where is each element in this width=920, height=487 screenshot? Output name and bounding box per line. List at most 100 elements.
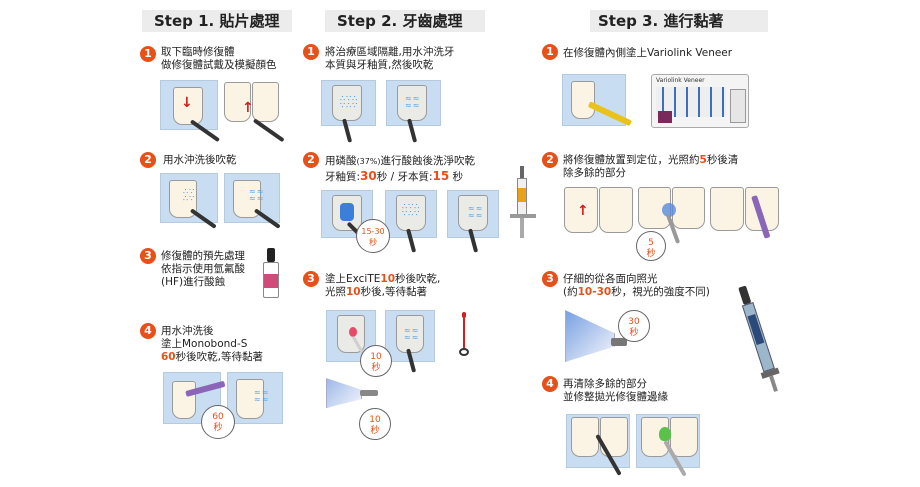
timer-bubble-15-30-unit: 秒 [369, 238, 377, 247]
timer-bubble-10-a-value: 10 [370, 352, 382, 362]
arrow-up-icon: ↑ [242, 100, 254, 116]
step1-instruction-4-line2: 塗上Monobond-S [161, 338, 248, 350]
step3-instruction-3-line2-c: 秒，視光的強度不同) [611, 286, 710, 298]
step1-instruction-1: 取下臨時修復體 做修復體試戴及模擬顏色 [161, 46, 277, 72]
timer-bubble-15-30-value: 15-30 [361, 227, 385, 236]
step2-instruction-2-line1: 用磷酸(37%)進行酸蝕後洗淨吹乾 [325, 155, 475, 168]
step1-instruction-2: 用水沖洗後吹乾 [163, 154, 237, 166]
cement-syringe-icon [587, 101, 632, 127]
step2-num-2: 2 [303, 152, 319, 168]
timer-bubble-5: 5 秒 [636, 231, 666, 261]
air-spray-icon: ≈≈≈≈ [404, 326, 420, 342]
step3-instruction-4-line1: 再清除多餘的部分 [563, 378, 647, 390]
tooth [396, 195, 426, 231]
step2-instruction-2-dentin-label: 秒 / 牙本質: [376, 171, 433, 183]
step3-instruction-4-line2: 並修整拋光修復體邊緣 [563, 391, 668, 403]
illustration-tack-cure [638, 185, 706, 244]
timer-bubble-15-30: 15-30 秒 [356, 219, 390, 253]
tooth [252, 82, 279, 122]
tooth [672, 187, 705, 229]
brush-tip-icon [349, 327, 357, 337]
timer-bubble-60-value: 60 [212, 412, 224, 422]
tooth [173, 87, 203, 125]
instrument-icon [189, 119, 220, 143]
step2-instruction-1-line1: 將治療區域隔離,用水沖洗牙 [325, 46, 455, 58]
step2-instruction-3-line1-c: 秒後吹乾, [395, 273, 441, 285]
step1-instruction-4-line3-rest: 秒後吹乾,等待黏著 [175, 351, 263, 363]
step2-num-3: 3 [303, 271, 319, 287]
microbrush-icon [458, 312, 470, 362]
etch-gel-syringe-icon [510, 166, 536, 242]
step3-num-4: 4 [542, 376, 558, 392]
step2-instruction-3-line2-c: 秒後,等待黏著 [360, 286, 427, 298]
illustration-monobond-right: ≈≈≈≈ [227, 372, 283, 424]
step2-instruction-2-line1-c: 進行酸蝕後洗淨吹乾 [380, 155, 476, 167]
polishing-tip-icon [659, 427, 671, 441]
step3-instruction-3-line2-a: (約 [563, 286, 578, 298]
veneer [236, 379, 264, 419]
step1-instruction-3: 修復體的預先處理 依指示使用氫氟酸 (HF)進行酸蝕 [161, 250, 245, 289]
timer-bubble-30: 30 秒 [618, 310, 650, 342]
step1-instruction-4-line3: 60秒後吹乾,等待黏著 [161, 351, 263, 364]
time-10-30: 10-30 [577, 286, 612, 298]
timer-bubble-10-a: 10 秒 [360, 345, 392, 377]
step2-instruction-3-line2: 光照10秒後,等待黏著 [325, 286, 440, 299]
air-syringe-icon [407, 118, 418, 143]
water-spray-icon: ∴∵∴∵ [183, 187, 196, 203]
time-15: 15 [432, 169, 450, 183]
tooth [332, 85, 362, 121]
tooth [571, 417, 599, 457]
step2-instruction-2-line1-a: 用磷酸 [325, 155, 357, 167]
step3-instruction-2: 將修復體放置到定位，光照約5秒後清 除多餘的部分 [563, 154, 738, 180]
step1-num-3: 3 [140, 248, 156, 264]
air-syringe-icon [253, 208, 281, 229]
step3-instruction-2-line1: 將修復體放置到定位，光照約5秒後清 [563, 154, 738, 167]
step3-instruction-2-line1-a: 將修復體放置到定位，光照約 [563, 154, 700, 166]
step1-num-4: 4 [140, 323, 156, 339]
step1-instruction-3-line3: (HF)進行酸蝕 [161, 276, 226, 288]
air-spray-icon: ≈≈≈≈ [468, 204, 484, 220]
illustration-polish-right [636, 414, 700, 477]
arrow-down-icon: ↓ [181, 95, 193, 111]
step1-num-2: 2 [140, 152, 156, 168]
time-60: 60 [161, 351, 176, 363]
step1-header: Step 1. 貼片處理 [142, 10, 292, 32]
timer-bubble-30-unit: 秒 [629, 328, 639, 338]
illustration-final-cure [565, 306, 627, 366]
step1-num-1: 1 [140, 46, 156, 62]
step1-instruction-3-line1: 修復體的預先處理 [161, 250, 245, 262]
step2-instruction-2-enamel-label: 牙釉質: [325, 171, 361, 183]
illustration-tryin-left: ↓ [160, 80, 220, 143]
timer-bubble-5-value: 5 [648, 238, 654, 248]
step3-instruction-4: 再清除多餘的部分 並修整拋光修復體邊緣 [563, 378, 668, 404]
tooth [224, 82, 251, 122]
air-spray-icon: ≈≈≈≈ [254, 388, 270, 404]
time-30: 30 [360, 169, 377, 183]
tooth [396, 315, 424, 353]
step3-num-1: 1 [542, 44, 558, 60]
water-syringe-icon [342, 118, 353, 143]
illustration-etch-2: ∴∵∴∵∴∵ [385, 190, 437, 253]
water-spray-icon: ∴∵∴∵∴∵ [402, 202, 421, 218]
illustration-etch-1 [321, 190, 373, 245]
step2-instruction-3: 塗上ExciTE10 秒後吹乾, 光照10秒後,等待黏著 [325, 273, 440, 299]
step1-instruction-1-line2: 做修復體試戴及模擬顏色 [161, 59, 277, 71]
arrow-up-icon: ↑ [577, 203, 589, 219]
illustration-apply-cement [562, 74, 632, 127]
illustration-remove-excess [710, 185, 780, 239]
step2-instruction-3-line1-a: 塗上ExciTE [325, 273, 381, 285]
water-syringe-icon [189, 208, 217, 229]
step3-instruction-3-line2: (約10-30秒，視光的強度不同) [563, 286, 710, 299]
illustration-tryin-right: ↑ [222, 80, 285, 143]
time-10-b: 10 [346, 286, 361, 298]
tooth [670, 417, 698, 457]
water-syringe-icon [406, 228, 417, 253]
illustration-isolate-left: ∴∵∴∵∴∵ [321, 80, 376, 143]
step2-instruction-3-line2-a: 光照 [325, 286, 346, 298]
tooth [564, 187, 598, 233]
step3-instruction-2-line1-c: 秒後清 [706, 154, 739, 166]
step3-instruction-3-line1: 仔細的從各面向照光 [563, 273, 658, 285]
illustration-rinse-right: ≈≈≈≈ [224, 173, 281, 229]
tooth [458, 195, 488, 231]
step2-instruction-1-line2: 本質與牙釉質,然後吹乾 [325, 59, 434, 71]
